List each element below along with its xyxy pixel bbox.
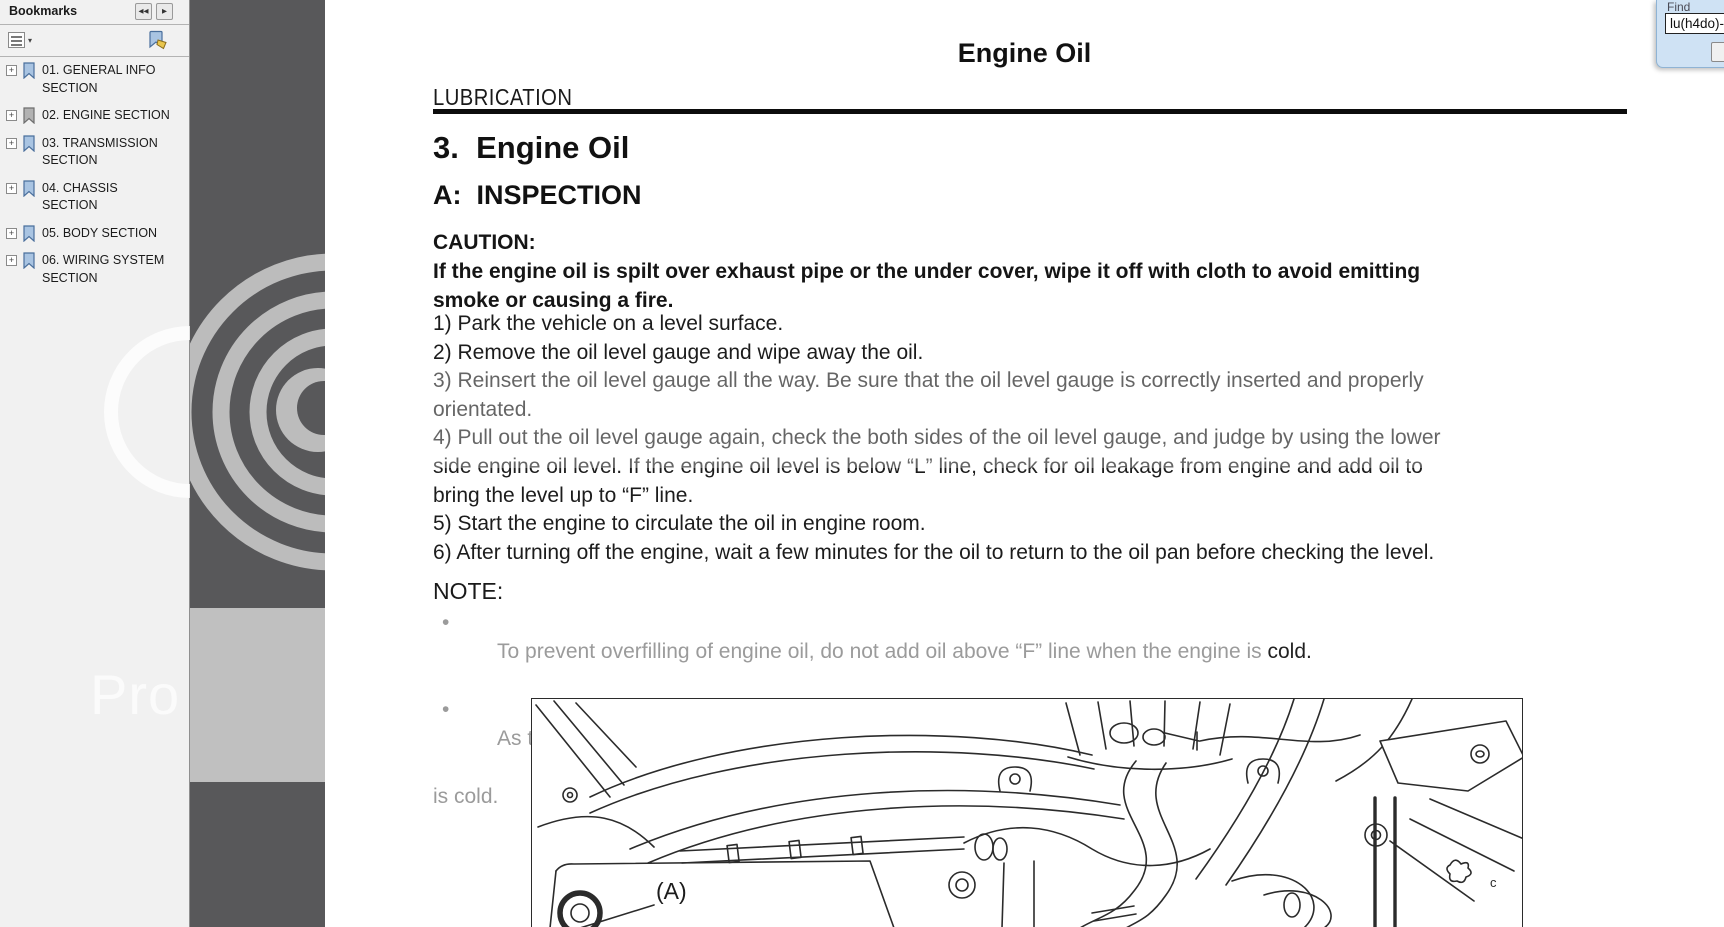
note-bullet-continuation: is cold. [433, 785, 499, 808]
bookmark-ribbon-icon [22, 252, 36, 270]
caution-text: If the engine oil is spilt over exhaust … [433, 260, 1421, 312]
note-bullet: •To prevent overfilling of engine oil, d… [433, 608, 1458, 695]
expand-plus-icon[interactable]: + [6, 227, 17, 239]
bookmark-ribbon-icon [22, 62, 36, 80]
step-line: bring the level up to “F” line. [433, 483, 694, 507]
expand-plus-icon[interactable]: + [6, 255, 17, 266]
expand-plus-icon[interactable]: + [6, 182, 17, 194]
bookmarks-header: Bookmarks ◀◀ ▶ [0, 0, 189, 25]
bookmark-label: 01. GENERAL INFO [42, 63, 156, 77]
expand-plus-icon[interactable]: + [6, 137, 17, 149]
watermark-band: tect [190, 0, 325, 927]
bookmark-label-wrap: SECTION [42, 198, 98, 212]
bullet-icon: • [442, 698, 450, 721]
collapse-panel-button[interactable]: ◀◀ [135, 3, 152, 20]
expand-plus-icon[interactable]: + [6, 110, 17, 121]
section-rule [433, 109, 1627, 114]
bookmarks-toolbar: ▾ [0, 25, 189, 57]
bookmark-item-engine[interactable]: + 02. ENGINE SECTION [0, 107, 189, 125]
caution-label: CAUTION: [433, 231, 536, 254]
step-line: side engine oil level. If the engine oil… [433, 454, 1423, 478]
bookmark-label: 03. TRANSMISSION [42, 135, 158, 150]
bookmark-label: 02. ENGINE SECTION [42, 108, 170, 122]
find-input[interactable] [1665, 13, 1724, 34]
step-line: 6) After turning off the engine, wait a … [433, 540, 1435, 564]
step-line: 4) Pull out the oil level gauge again, c… [433, 426, 1441, 450]
bookmarks-panel: Bookmarks ◀◀ ▶ ▾ + 01. GENERAL INFO SECT… [0, 0, 276, 927]
find-panel: Find [1656, 0, 1724, 68]
bookmark-label-wrap: SECTION [42, 80, 98, 95]
step-line: 1) Park the vehicle on a level surface. [433, 312, 784, 335]
engine-bay-figure: (A) c [531, 698, 1523, 927]
figure-stray-mark: c [1490, 875, 1497, 890]
subheading-inspection: A: INSPECTION [433, 180, 642, 210]
bookmark-label: 05. BODY SECTION [42, 225, 158, 240]
bookmark-ribbon-icon [22, 107, 36, 125]
step-line: 2) Remove the oil level gauge and wipe a… [433, 340, 924, 364]
section-header: LUBRICATION [433, 84, 573, 110]
watermark-stripe: tect [190, 608, 325, 782]
bookmark-label: 06. WIRING SYSTEM [42, 253, 165, 267]
forward-panel-button[interactable]: ▶ [156, 3, 173, 20]
page-title: Engine Oil [957, 38, 1092, 68]
step-line: orientated. [433, 397, 533, 421]
options-caret-icon[interactable]: ▾ [28, 36, 33, 45]
watermark-circles-logo [190, 253, 325, 571]
bookmark-item-wiring[interactable]: + 06. WIRING SYSTEM SECTION [0, 252, 189, 287]
watermark-text-left: Pro [90, 663, 181, 726]
bookmarks-tree: + 01. GENERAL INFO SECTION + 02. ENGINE … [0, 62, 189, 297]
bookmark-ribbon-icon [22, 179, 36, 197]
bookmark-item-body[interactable]: + 05. BODY SECTION [0, 224, 189, 243]
bookmark-item-transmission[interactable]: + 03. TRANSMISSION SECTION [0, 134, 189, 170]
bookmark-ribbon-icon [22, 134, 36, 152]
heading-engine-oil: 3. Engine Oil [433, 130, 630, 165]
bookmark-item-chassis[interactable]: + 04. CHASSIS SECTION [0, 179, 189, 215]
bookmark-label: 04. CHASSIS [42, 180, 118, 195]
step-line: 5) Start the engine to circulate the oil… [433, 512, 926, 536]
new-bookmark-icon[interactable] [148, 30, 170, 51]
bookmark-label-wrap: SECTION [42, 153, 98, 167]
note-label: NOTE: [433, 578, 504, 604]
bullet-icon: • [442, 611, 450, 634]
find-label: Find [1667, 0, 1691, 14]
procedure-steps: 1) Park the vehicle on a level surface. … [433, 310, 1441, 567]
pdf-page: Engine Oil LUBRICATION 3. Engine Oil A: … [325, 0, 1724, 927]
bookmark-ribbon-icon [22, 224, 36, 242]
bookmark-label-wrap: SECTION [42, 270, 98, 285]
engine-bay-illustration: (A) c [535, 699, 1522, 927]
find-next-button[interactable] [1711, 42, 1724, 62]
bookmark-item-general-info[interactable]: + 01. GENERAL INFO SECTION [0, 62, 189, 97]
step-line: 3) Reinsert the oil level gauge all the … [433, 369, 1424, 393]
bookmarks-title: Bookmarks [9, 4, 78, 18]
expand-plus-icon[interactable]: + [6, 65, 17, 76]
options-menu-icon[interactable] [8, 32, 25, 48]
figure-callout-label: (A) [656, 878, 687, 904]
